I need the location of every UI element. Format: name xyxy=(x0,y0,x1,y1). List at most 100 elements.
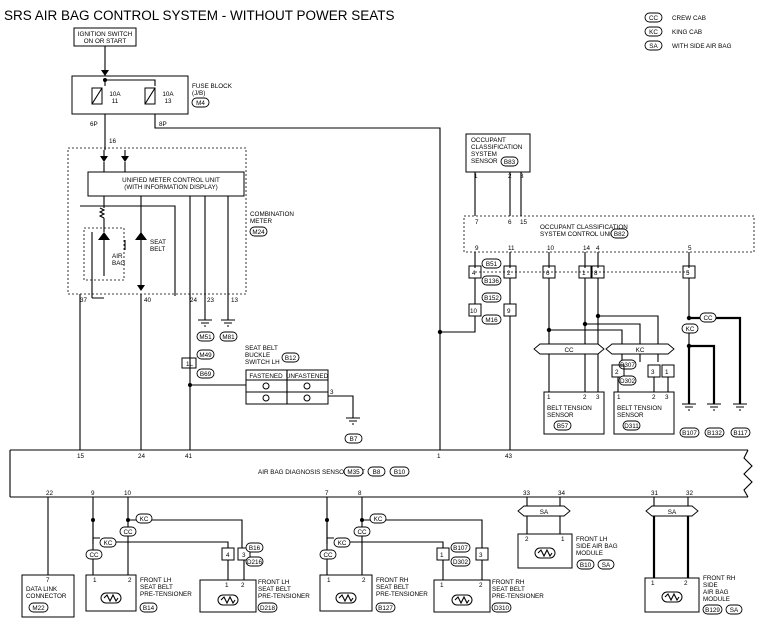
svg-text:B69: B69 xyxy=(200,371,212,378)
svg-text:B82: B82 xyxy=(614,231,626,238)
belt-tension-sensor-b57: 1 2 3 BELT TENSION SENSOR B57 xyxy=(543,391,605,435)
svg-text:6: 6 xyxy=(508,219,512,226)
svg-text:9: 9 xyxy=(475,245,479,252)
seat-belt-buckle-switch: SEAT BELT BUCKLE SWITCH LH B12 FASTENED … xyxy=(245,345,329,405)
svg-text:3: 3 xyxy=(330,389,334,396)
svg-text:32: 32 xyxy=(686,490,694,497)
squib-icon xyxy=(537,548,553,558)
svg-text:B8: B8 xyxy=(373,469,381,476)
svg-text:D218: D218 xyxy=(260,605,276,612)
front-rh-pretensioner-d310: 1 2 FRONT RH SEAT BELT PRE-TENSIONER D31… xyxy=(433,579,544,613)
svg-text:6: 6 xyxy=(546,270,550,277)
svg-text:11: 11 xyxy=(112,98,119,105)
svg-text:KC: KC xyxy=(104,540,113,547)
svg-text:SENSOR: SENSOR xyxy=(471,158,498,165)
svg-text:CC: CC xyxy=(89,552,99,559)
svg-text:3: 3 xyxy=(596,394,600,401)
svg-text:CC: CC xyxy=(123,529,133,536)
svg-text:FRONT RH: FRONT RH xyxy=(703,575,736,582)
svg-text:BELT: BELT xyxy=(150,246,165,253)
svg-text:1: 1 xyxy=(225,582,229,589)
svg-text:7: 7 xyxy=(475,219,479,226)
legend-oval-kc xyxy=(644,26,663,37)
ground-b117-icon xyxy=(733,403,747,411)
svg-text:5: 5 xyxy=(686,270,690,277)
svg-text:10: 10 xyxy=(470,308,478,315)
svg-text:KC: KC xyxy=(140,516,149,523)
svg-text:2: 2 xyxy=(525,536,529,543)
svg-text:1: 1 xyxy=(93,577,97,584)
svg-text:16: 16 xyxy=(109,138,117,145)
squib-icon xyxy=(664,592,680,602)
svg-text:CC: CC xyxy=(564,347,574,354)
svg-text:15: 15 xyxy=(520,219,528,226)
svg-text:SIDE: SIDE xyxy=(703,582,718,589)
airbag-diagnosis-sensor-unit: 15 24 41 1 43 AIR BAG DIAGNOSIS SENSOR U… xyxy=(9,449,753,498)
svg-text:3: 3 xyxy=(479,552,483,559)
svg-text:1: 1 xyxy=(665,369,669,376)
svg-text:UNFASTENED: UNFASTENED xyxy=(286,373,329,380)
svg-text:B12: B12 xyxy=(285,355,297,362)
svg-text:B14: B14 xyxy=(143,605,155,612)
svg-text:4: 4 xyxy=(226,552,230,559)
seat-belt-led-icon xyxy=(135,232,147,240)
svg-text:FASTENED: FASTENED xyxy=(249,373,283,380)
svg-text:KC: KC xyxy=(374,516,383,523)
svg-text:PRE-TENSIONER: PRE-TENSIONER xyxy=(376,591,428,598)
combination-meter: UNIFIED METER CONTROL UNIT (WITH INFORMA… xyxy=(67,147,294,300)
svg-text:M81: M81 xyxy=(222,334,235,341)
squib-icon xyxy=(220,595,236,605)
svg-text:SEAT BELT: SEAT BELT xyxy=(140,584,173,591)
ground-b7-icon xyxy=(346,417,360,425)
svg-text:COMBINATION: COMBINATION xyxy=(250,211,294,218)
svg-text:2: 2 xyxy=(615,369,619,376)
svg-text:3: 3 xyxy=(520,173,524,180)
fuse-10a-left xyxy=(91,87,103,105)
svg-text:13: 13 xyxy=(231,297,239,304)
legend-label-sa: WITH SIDE AIR BAG xyxy=(672,43,732,50)
svg-text:B10: B10 xyxy=(580,562,592,569)
legend-code-sa: SA xyxy=(649,43,658,50)
svg-text:3: 3 xyxy=(665,394,669,401)
svg-text:B307: B307 xyxy=(620,362,635,369)
diagram-title: SRS AIR BAG CONTROL SYSTEM - WITHOUT POW… xyxy=(4,8,395,23)
unified-meter-control-unit xyxy=(87,171,245,197)
svg-text:MODULE: MODULE xyxy=(703,596,730,603)
svg-text:1L: 1L xyxy=(186,361,194,368)
svg-text:D302: D302 xyxy=(620,378,636,385)
svg-text:B16: B16 xyxy=(249,545,261,552)
fuse-block: 10A 11 10A 13 FUSE BLOCK (J/B) M4 xyxy=(71,75,233,115)
svg-text:SEAT: SEAT xyxy=(150,239,166,246)
svg-text:METER: METER xyxy=(250,218,272,225)
front-rh-side-airbag-module: 1 2 FRONT RH SIDE AIR BAG MODULE B129 SA xyxy=(644,575,743,615)
svg-text:IGNITION SWITCH: IGNITION SWITCH xyxy=(78,31,133,38)
svg-text:AIR BAG DIAGNOSIS SENSOR UNIT: AIR BAG DIAGNOSIS SENSOR UNIT xyxy=(258,469,365,476)
svg-text:D311: D311 xyxy=(624,423,639,430)
svg-text:B129: B129 xyxy=(705,607,720,614)
svg-text:AIR: AIR xyxy=(112,253,123,260)
svg-text:8: 8 xyxy=(594,270,598,277)
svg-text:D302: D302 xyxy=(453,559,469,566)
legend-label-dc: CREW CAB xyxy=(672,15,706,22)
svg-text:(WITH INFORMATION DISPLAY): (WITH INFORMATION DISPLAY) xyxy=(124,184,218,191)
svg-text:14: 14 xyxy=(583,245,591,252)
svg-text:AIR BAG: AIR BAG xyxy=(703,589,729,596)
svg-text:BELT TENSION: BELT TENSION xyxy=(547,405,592,412)
svg-text:10: 10 xyxy=(547,245,555,252)
svg-text:B10: B10 xyxy=(394,469,406,476)
svg-text:6P: 6P xyxy=(90,121,98,128)
svg-text:PRE-TENSIONER: PRE-TENSIONER xyxy=(140,591,192,598)
svg-text:8: 8 xyxy=(358,490,362,497)
svg-text:FRONT LH: FRONT LH xyxy=(258,579,290,586)
svg-text:41: 41 xyxy=(185,453,193,460)
svg-text:B83: B83 xyxy=(504,159,516,166)
svg-text:D310: D310 xyxy=(494,605,510,612)
legend-oval-sa xyxy=(644,40,663,51)
svg-text:SENSOR: SENSOR xyxy=(547,412,574,419)
svg-text:10A: 10A xyxy=(162,91,174,98)
svg-text:B51: B51 xyxy=(486,261,498,268)
svg-text:24: 24 xyxy=(190,297,198,304)
fuse-10a-right xyxy=(144,87,156,105)
